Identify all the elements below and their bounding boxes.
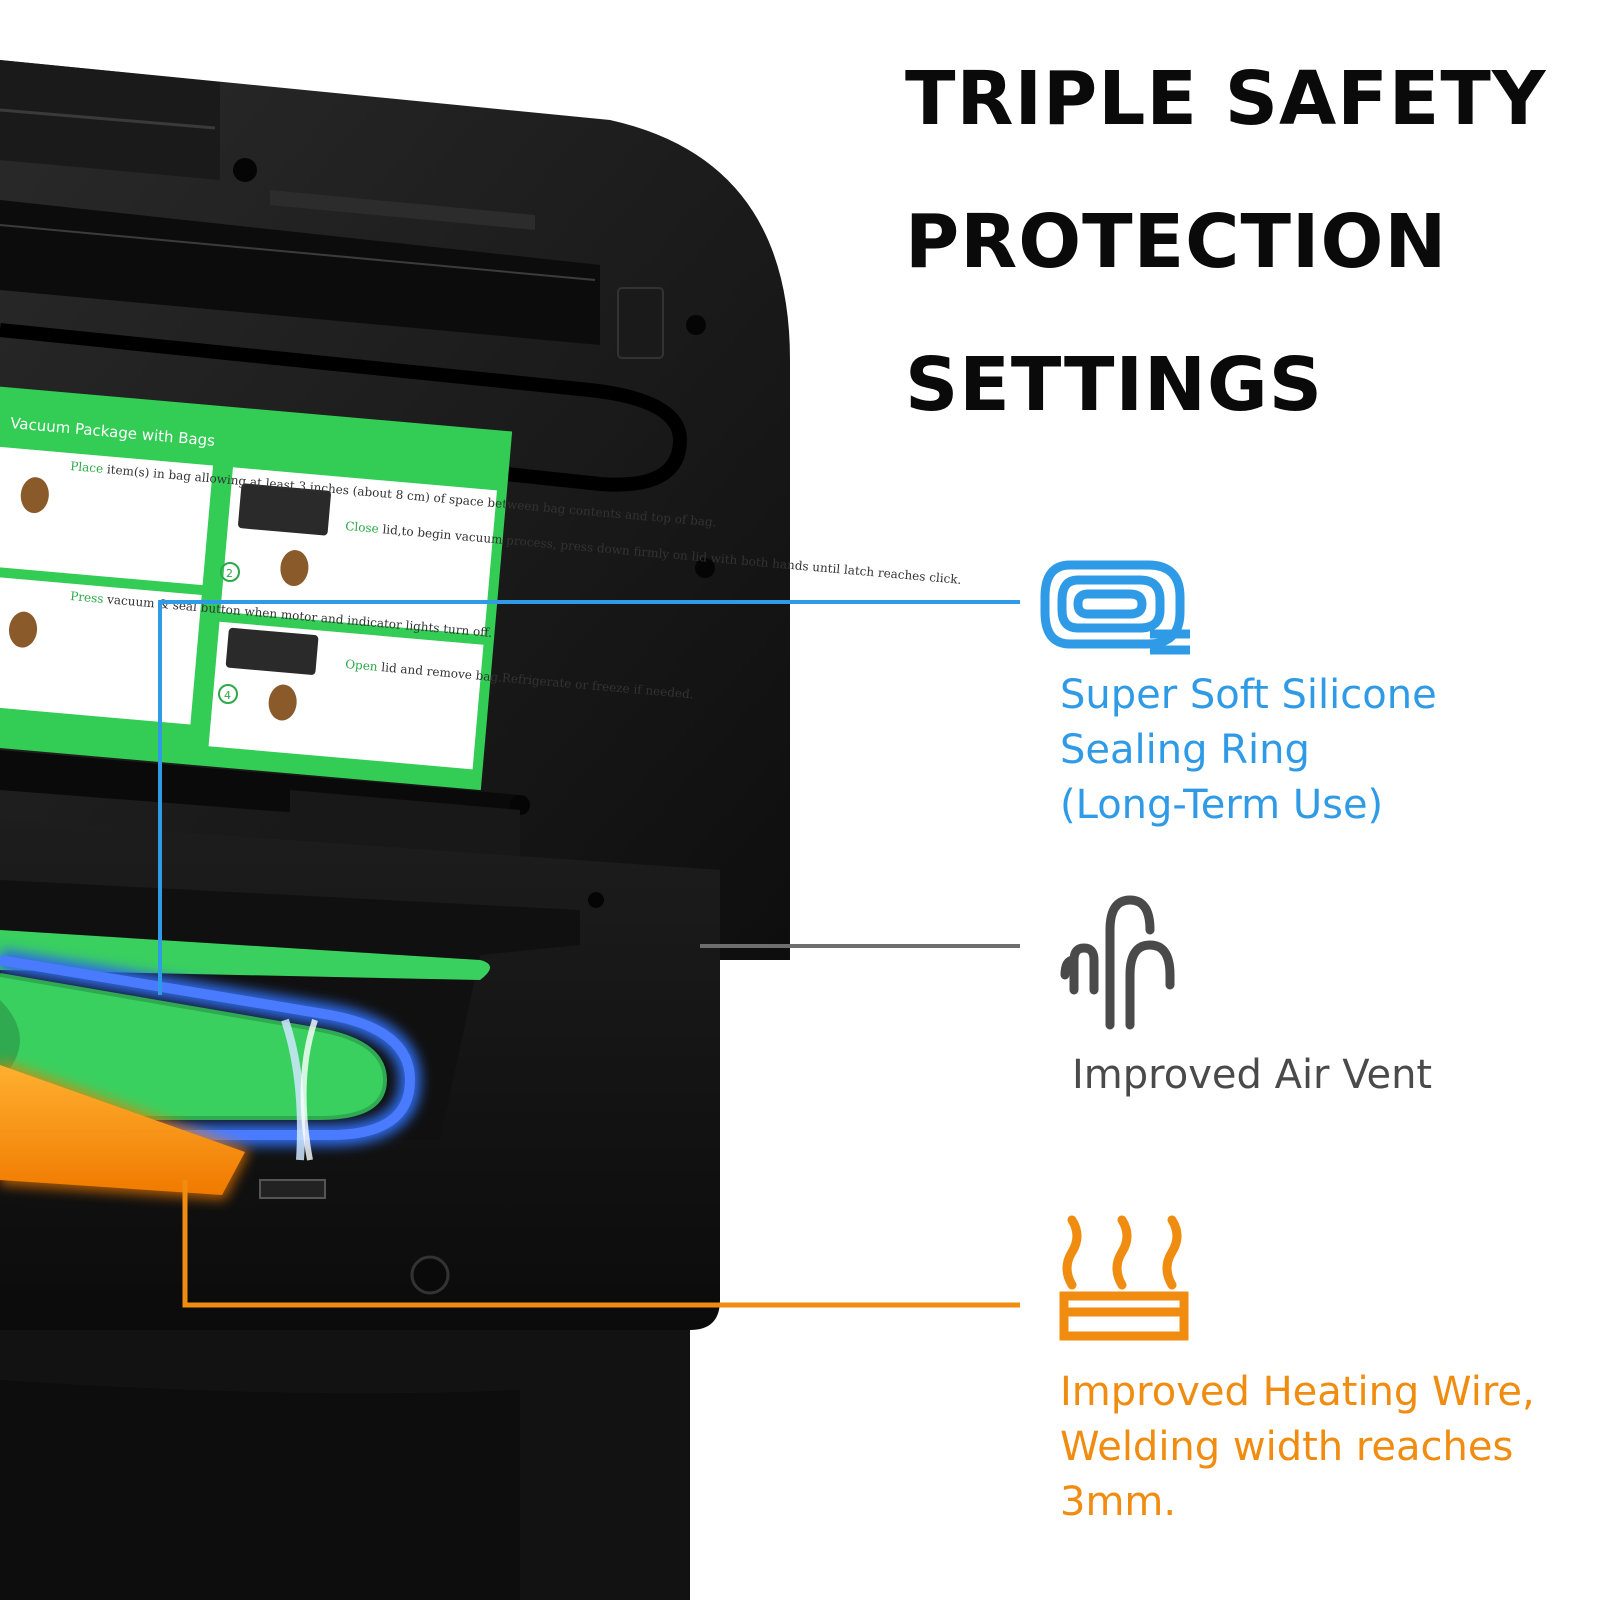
headline-line-1: TRIPLE SAFETY bbox=[905, 56, 1547, 142]
instruction-card bbox=[0, 386, 513, 791]
feature-air-vent-line-1: Improved Air Vent bbox=[1072, 1052, 1433, 1098]
headline-line-3: SETTINGS bbox=[905, 342, 1323, 428]
feature-sealing-ring-line-1: Super Soft Silicone bbox=[1060, 672, 1437, 718]
feature-heating-wire-line-2: Welding width reaches bbox=[1060, 1424, 1514, 1470]
callout-line-sealing-ring bbox=[158, 600, 1020, 995]
feature-heating-wire-text: Improved Heating Wire, Welding width rea… bbox=[1060, 1365, 1535, 1530]
feature-sealing-ring-line-2: Sealing Ring bbox=[1060, 727, 1310, 773]
feature-sealing-ring-line-3: (Long-Term Use) bbox=[1060, 782, 1384, 828]
headline-line-2: PROTECTION bbox=[905, 199, 1448, 285]
feature-heating-wire-line-1: Improved Heating Wire, bbox=[1060, 1369, 1535, 1415]
feature-sealing-ring-text: Super Soft Silicone Sealing Ring (Long-T… bbox=[1060, 668, 1437, 833]
callout-line-heating-wire bbox=[182, 1180, 1020, 1308]
feature-heating-wire-line-3: 3mm. bbox=[1060, 1479, 1177, 1525]
step-4-number: 4 bbox=[224, 689, 231, 702]
step-2-number: 2 bbox=[226, 567, 233, 580]
feature-air-vent-text: Improved Air Vent bbox=[1072, 1048, 1432, 1103]
